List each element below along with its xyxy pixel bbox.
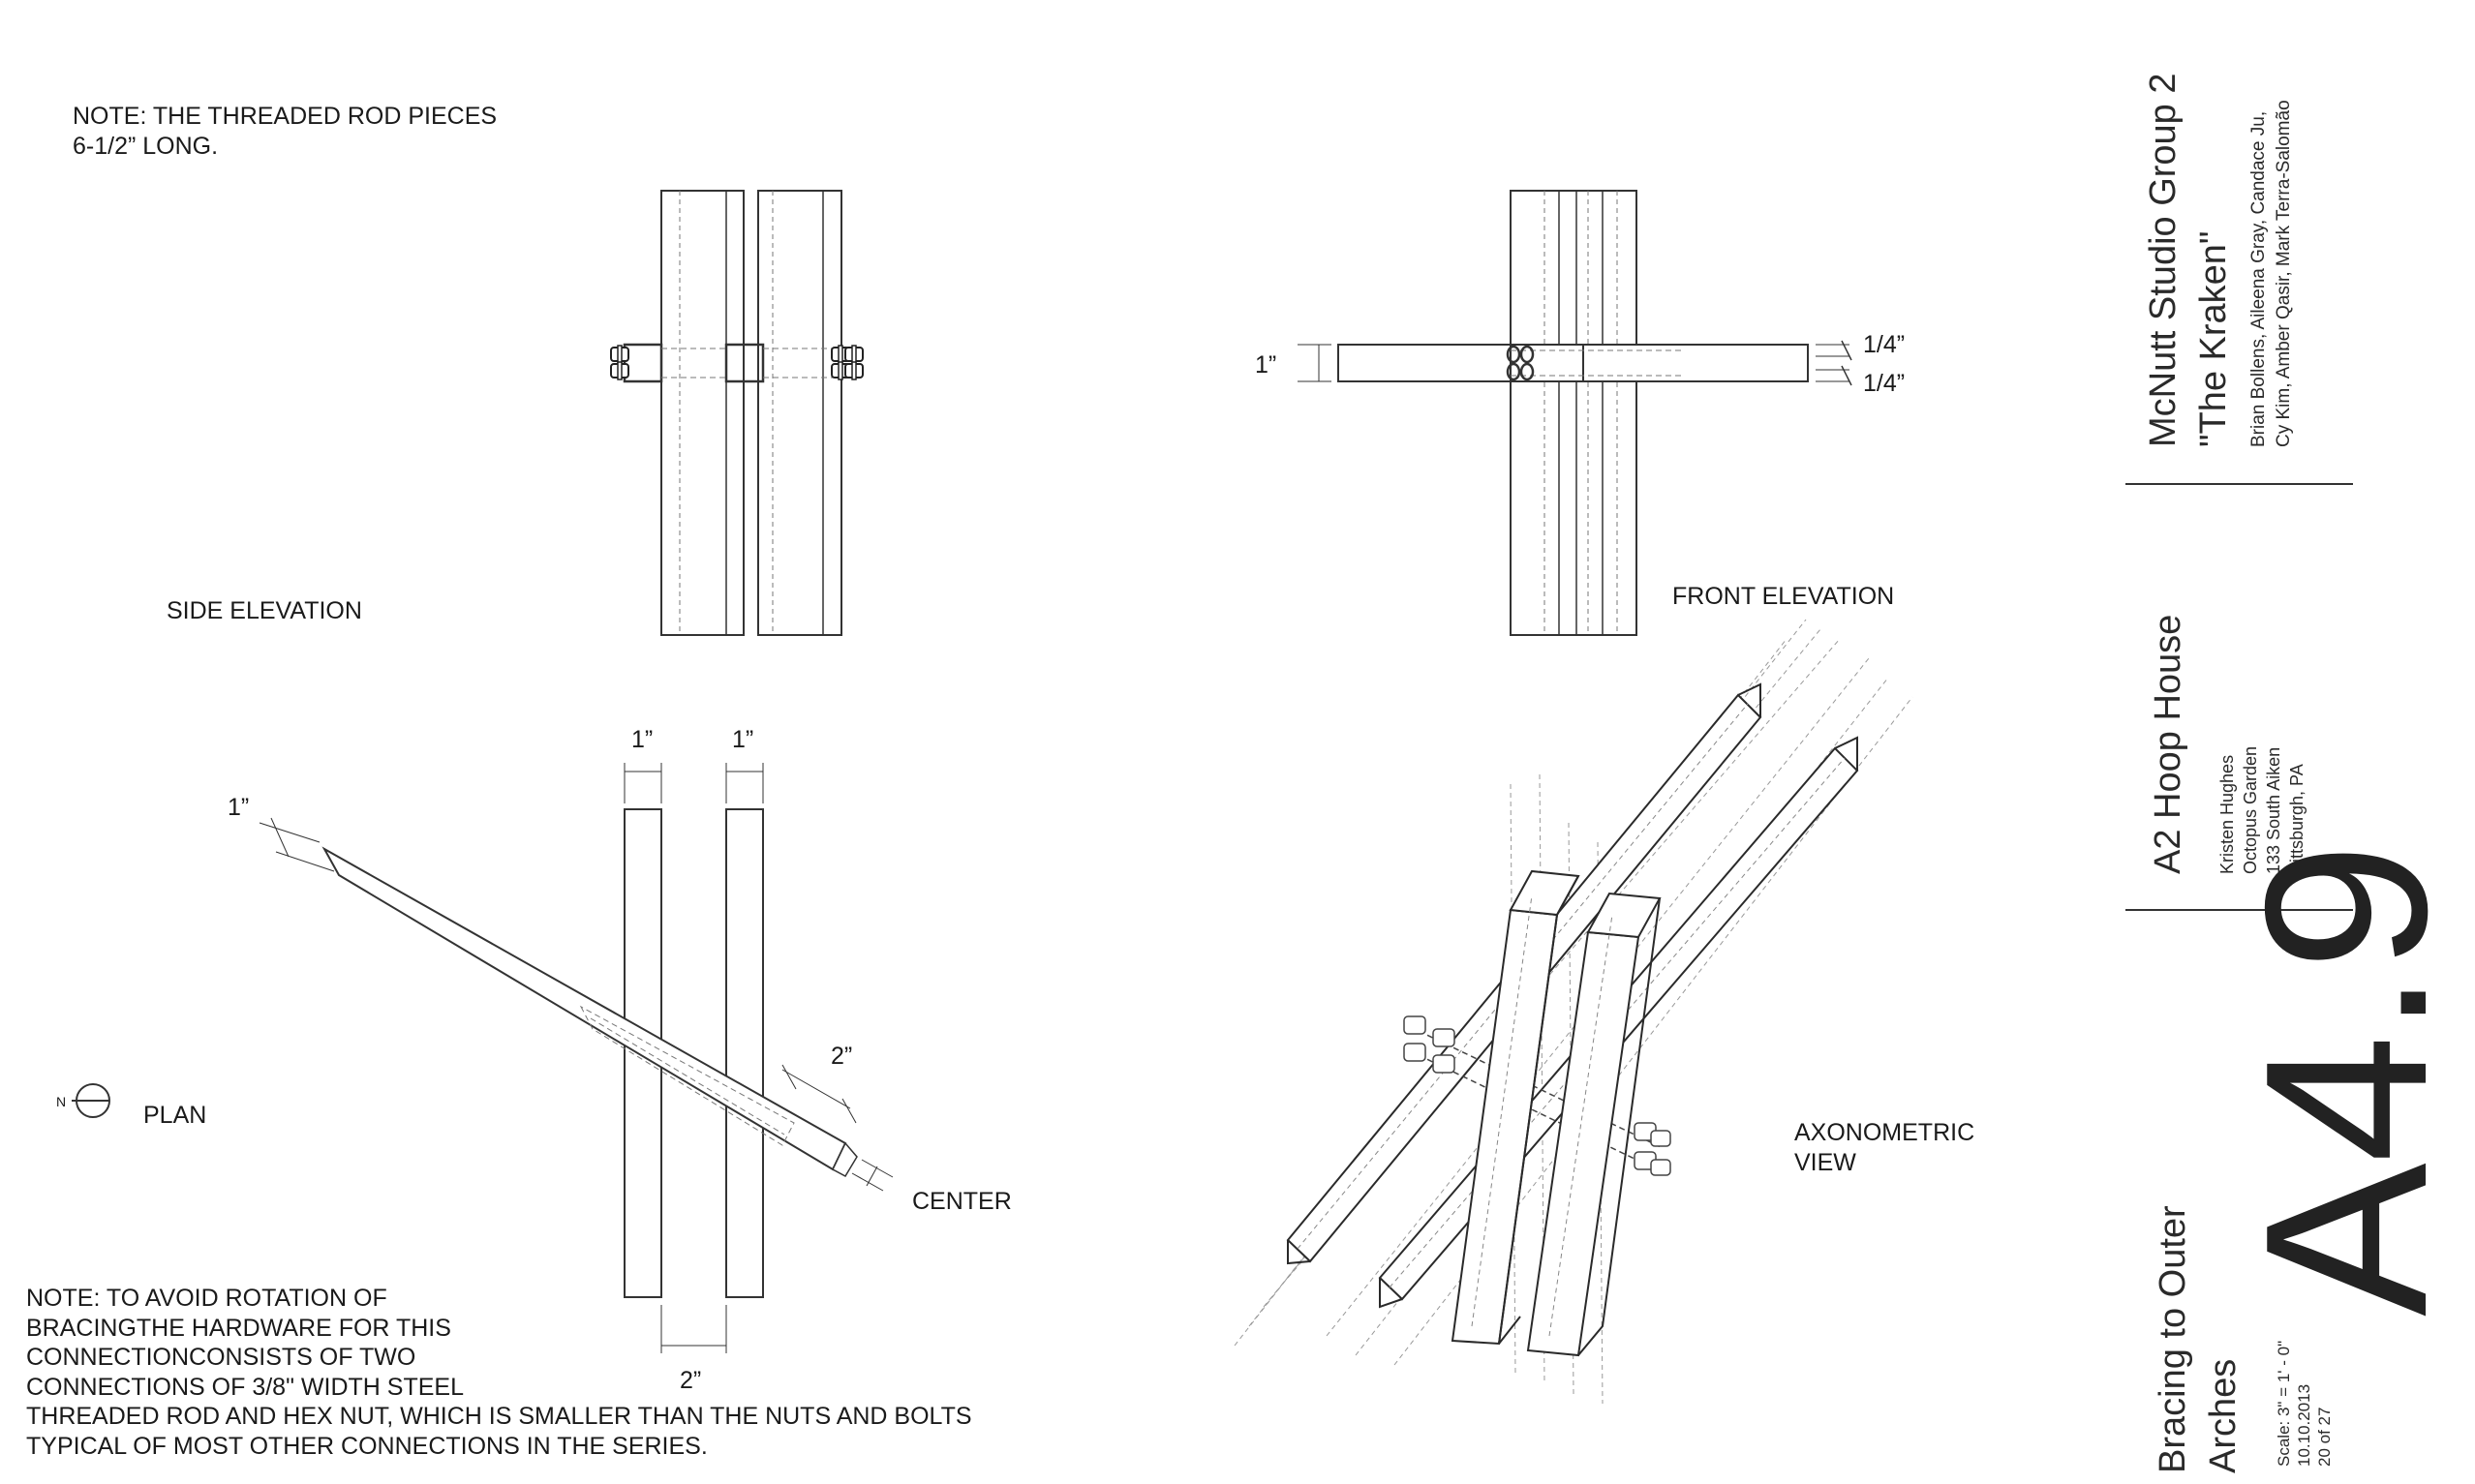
sheet-info: Scale: 3" = 1' - 0" 10.10.2013 20 of 27 — [2275, 1340, 2334, 1467]
dim-plan-brace-1in: 1” — [228, 794, 250, 821]
plan-drawing — [259, 763, 894, 1353]
dim-front-1in: 1” — [1255, 351, 1277, 379]
front-elevation-drawing — [1298, 190, 1852, 636]
dim-quarter-bottom: 1/4” — [1863, 370, 1906, 397]
project-title: A2 Hoop House — [2148, 614, 2188, 874]
dim-center-label: CENTER — [912, 1188, 1012, 1215]
plan-label: PLAN — [143, 1102, 207, 1129]
sheet-number: A4.9 — [2218, 842, 2475, 1317]
side-elevation-label: SIDE ELEVATION — [167, 597, 362, 624]
front-elevation-label: FRONT ELEVATION — [1672, 583, 1895, 610]
dim-plan-post1-1in: 1” — [631, 726, 654, 753]
dim-plan-bottom-2in: 2” — [680, 1367, 702, 1394]
axonometric-drawing — [1234, 619, 1913, 1405]
studio-name: McNutt Studio Group 2 — [2143, 73, 2184, 447]
dim-plan-post2-1in: 1” — [732, 726, 754, 753]
team-members: Brian Bollens, Aileena Gray, Candace Ju,… — [2248, 100, 2294, 447]
dim-quarter-top: 1/4” — [1863, 331, 1906, 358]
project-nickname: "The Kraken" — [2193, 230, 2234, 447]
note-rotation: NOTE: TO AVOID ROTATION OF BRACINGTHE HA… — [26, 1285, 972, 1460]
north-arrow-icon — [72, 1083, 110, 1118]
north-label: N — [56, 1094, 67, 1109]
side-elevation-drawing — [610, 190, 864, 636]
title-block-dividers — [2125, 483, 2353, 911]
dim-plan-diag-2in: 2” — [831, 1043, 853, 1070]
axonometric-label: AXONOMETRIC VIEW — [1794, 1119, 1975, 1176]
note-threaded-rod: NOTE: THE THREADED ROD PIECES 6-1/2” LON… — [73, 103, 498, 160]
drawing-sheet — [72, 190, 2353, 1405]
